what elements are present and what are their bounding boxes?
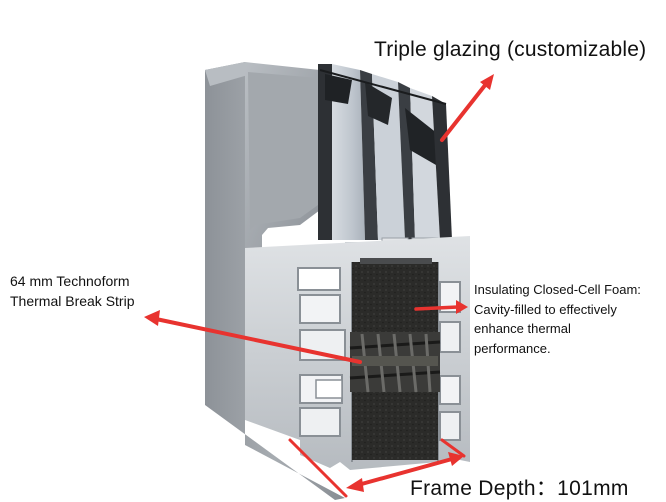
arrow-foam <box>414 300 468 314</box>
insulating-foam <box>352 258 438 460</box>
frame-side-face <box>245 62 320 252</box>
arrow-depth-dimension <box>288 438 466 498</box>
triple-glazing-unit <box>318 64 452 252</box>
arrow-glazing <box>440 74 494 142</box>
arrow-thermal-break <box>144 310 362 364</box>
frame-front-face <box>205 62 345 500</box>
thermal-break-strip <box>349 332 441 393</box>
label-triple-glazing: Triple glazing (customizable) <box>374 38 647 61</box>
label-frame-depth: Frame Depth：101mm <box>410 477 629 500</box>
label-thermal-break-strip: 64 mm Technoform Thermal Break Strip <box>10 273 135 309</box>
label-insulating-foam: Insulating Closed-Cell Foam: Cavity-fill… <box>474 282 641 356</box>
